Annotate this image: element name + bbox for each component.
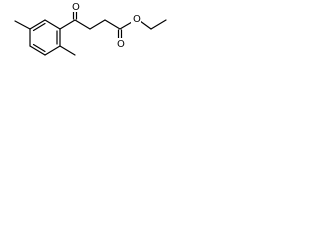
structure-diagram: O O O xyxy=(14,1,167,56)
ring-bond xyxy=(44,19,61,30)
benzene-ring xyxy=(29,19,61,56)
ring-bond xyxy=(29,19,46,30)
ring-bond xyxy=(29,45,46,56)
chain-bond xyxy=(104,19,121,30)
ring-inner-double-bond xyxy=(32,43,46,53)
lower-methyl-bond xyxy=(59,45,76,56)
aryl-carbonyl-bond xyxy=(59,19,76,30)
chain-bond xyxy=(74,19,91,30)
ring-inner-double-bond xyxy=(32,22,46,32)
ester-ether-oxygen-label: O xyxy=(133,14,141,25)
left-methyl-bond xyxy=(14,20,31,30)
ester-carbonyl-oxygen-background xyxy=(115,38,125,49)
chain-bond xyxy=(89,19,106,30)
ester-ether-oxygen-background xyxy=(131,13,141,24)
carbonyl-oxygen-label: O xyxy=(72,2,80,13)
ester-carbonyl-oxygen-label: O xyxy=(117,39,125,50)
carbonyl-oxygen-background xyxy=(70,1,80,12)
ethyl-bond xyxy=(139,20,152,30)
ester-ether-bond xyxy=(119,21,133,30)
ethyl-bond xyxy=(150,19,167,30)
ring-bond xyxy=(44,45,61,56)
